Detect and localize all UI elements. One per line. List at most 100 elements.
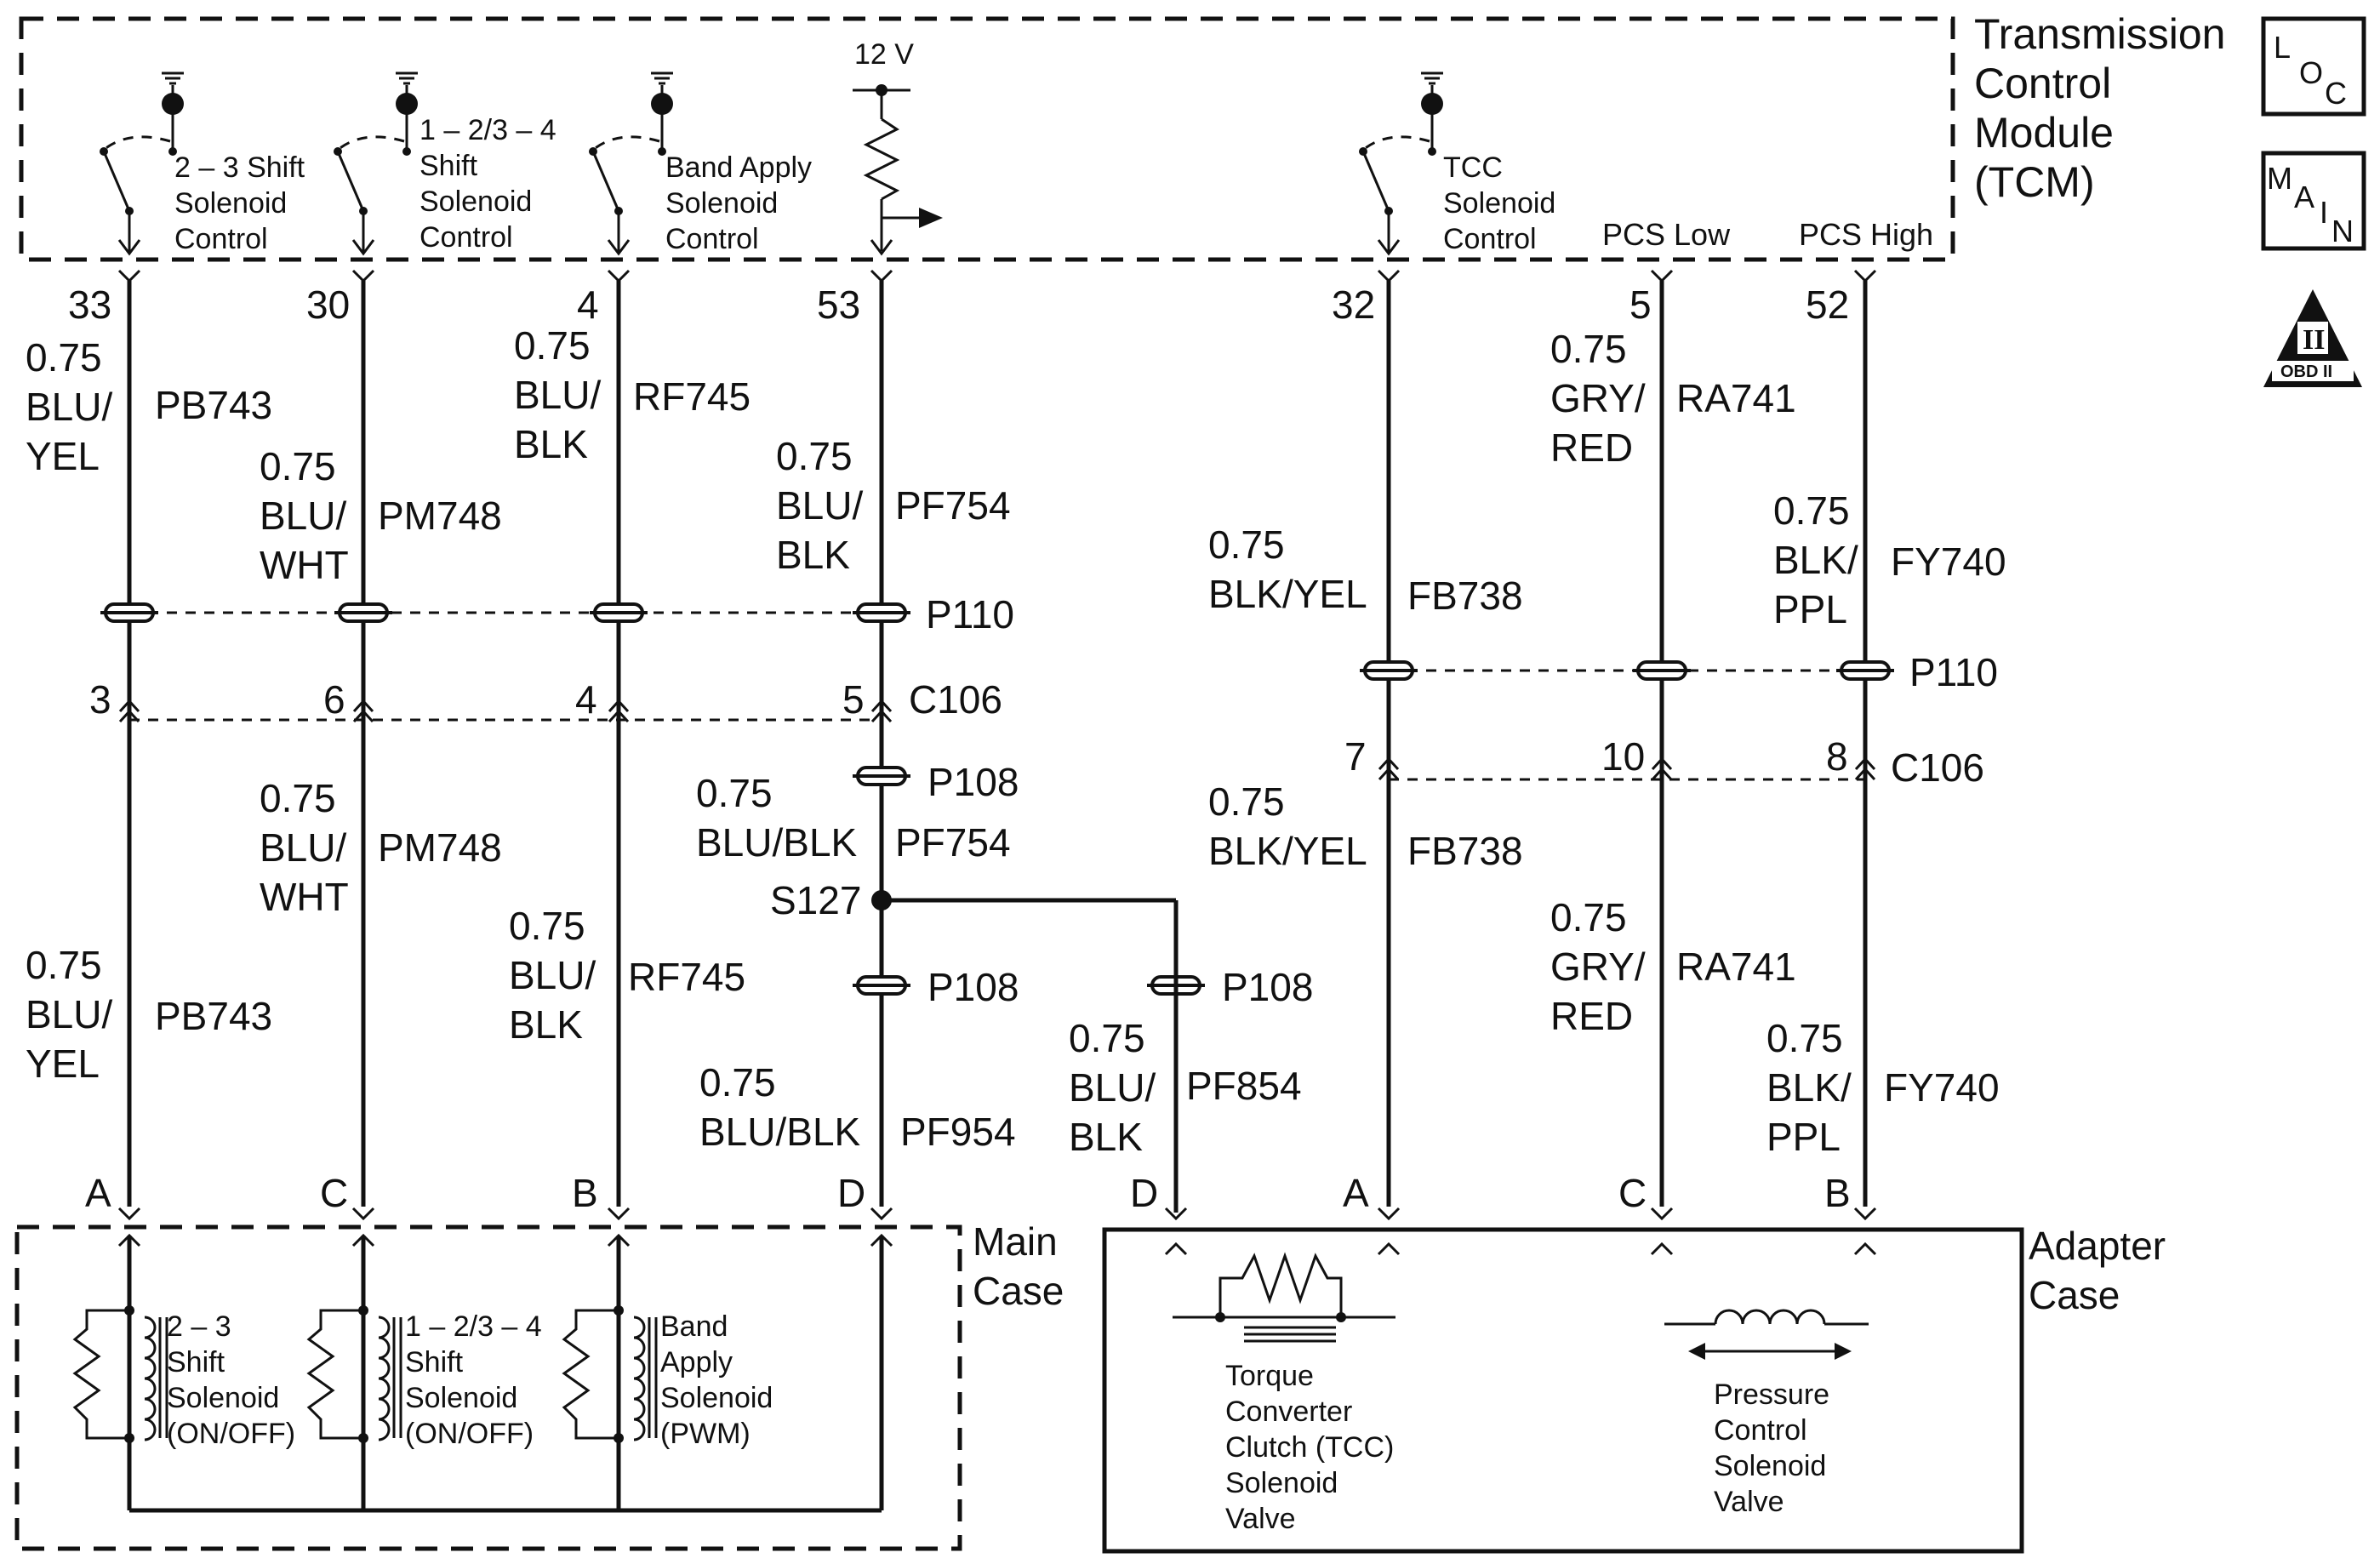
actuator-link — [592, 135, 660, 151]
circuit-number: PM748 — [378, 825, 502, 870]
switch-label: Band Apply — [665, 151, 812, 184]
switch-label: Control — [419, 221, 513, 254]
arrow-icon — [117, 239, 141, 256]
pin-number: 30 — [306, 283, 350, 327]
main-icon: M A I N — [2261, 151, 2366, 251]
wire-color: BLK/ — [1766, 1065, 1852, 1110]
terminal-chevron — [1650, 1241, 1674, 1256]
wire-color: BLU/BLK — [696, 820, 858, 865]
wire-color: BLU/ — [26, 992, 112, 1036]
svg-text:OBD II: OBD II — [2280, 362, 2332, 381]
wire-color: 0.75 — [1208, 522, 1285, 567]
terminal-chevron — [1853, 1207, 1877, 1221]
circuit-number: FB738 — [1407, 829, 1523, 873]
case-pin-letter: C — [1618, 1171, 1647, 1215]
wire-color: BLU/ — [26, 385, 112, 429]
switch-label: Shift — [419, 150, 478, 182]
svg-text:Valve: Valve — [1714, 1486, 1784, 1518]
terminal-chevron — [351, 269, 375, 283]
svg-text:M: M — [2267, 161, 2292, 196]
circuit-number: RA741 — [1676, 376, 1796, 420]
case-pin-letter: B — [572, 1171, 598, 1215]
wire-color: PPL — [1766, 1115, 1841, 1159]
main-case-label: Case — [973, 1269, 1064, 1313]
solenoid-label: (PWM) — [660, 1418, 751, 1450]
splice-s127: S127 — [770, 878, 1179, 1213]
svg-text:Solenoid: Solenoid — [1714, 1450, 1826, 1482]
wire-color: RED — [1550, 425, 1633, 470]
tcm-title: Transmission Control Module (TCM) — [1974, 10, 2225, 206]
wire-color: BLK/YEL — [1208, 572, 1367, 616]
pin-number: 33 — [68, 283, 111, 327]
c106-pin-number: 7 — [1344, 734, 1367, 779]
wire-color: BLU/ — [260, 825, 346, 870]
circuit-number: PF954 — [900, 1110, 1016, 1154]
wire-color: 0.75 — [1773, 488, 1850, 533]
tcm-title-line: Transmission — [1974, 10, 2225, 58]
wire-color: 0.75 — [1550, 895, 1627, 939]
c106-terminal — [118, 709, 140, 723]
wire-color: 0.75 — [260, 444, 336, 488]
circuit-number: RF745 — [628, 955, 745, 999]
contact-dot — [402, 147, 411, 156]
case-pin-letter: D — [837, 1171, 865, 1215]
svg-text:N: N — [2331, 214, 2354, 248]
p110-label-left: P110 — [926, 592, 1014, 636]
switch-label: Solenoid — [1443, 187, 1555, 220]
contact-dot — [658, 147, 666, 156]
wire-color: 0.75 — [699, 1060, 776, 1105]
switch-arm — [1361, 151, 1390, 212]
c106-terminal — [1378, 756, 1400, 771]
wire-color: BLK/ — [1773, 538, 1858, 582]
terminal-chevron — [870, 269, 893, 283]
c106-terminal — [1651, 756, 1673, 771]
case-pin-letter: D — [1130, 1171, 1158, 1215]
coil-winding — [378, 1316, 391, 1441]
ground-contact — [651, 93, 673, 115]
terminal-chevron — [1164, 1207, 1188, 1221]
coil-resistor — [562, 1309, 619, 1440]
coil-resistor — [306, 1309, 363, 1440]
terminal-chevron — [1377, 1241, 1401, 1256]
switch-arm — [336, 151, 365, 212]
wire-color: 0.75 — [1766, 1016, 1843, 1060]
circuit-number: FY740 — [1891, 539, 2006, 584]
c106-terminal — [870, 709, 893, 723]
solenoid-label: 2 – 3 — [167, 1310, 231, 1343]
solenoid-label: Apply — [660, 1346, 733, 1378]
terminal-chevron — [1650, 1207, 1674, 1221]
wire-color: YEL — [26, 434, 100, 478]
c106-pin-number: 6 — [323, 677, 345, 722]
wire-color: WHT — [260, 543, 349, 587]
c106-terminal — [608, 699, 630, 713]
wire-color: BLK — [776, 533, 850, 577]
svg-text:Pressure: Pressure — [1714, 1378, 1829, 1411]
main-case-label: Main — [973, 1219, 1058, 1264]
switch-label: TCC — [1443, 151, 1503, 184]
circuit-number: PB743 — [155, 994, 272, 1038]
circuit-number: FB738 — [1407, 574, 1523, 618]
terminal-chevron — [870, 1207, 893, 1221]
terminal-chevron — [351, 1207, 375, 1221]
actuator-link — [337, 135, 405, 151]
tcm-box — [19, 16, 1955, 262]
wire-color: BLK — [514, 422, 588, 466]
svg-text:O: O — [2299, 55, 2323, 90]
c106-terminal — [1651, 767, 1673, 781]
solenoid-label: Solenoid — [167, 1382, 279, 1414]
terminal-chevron — [607, 1207, 631, 1221]
case-pin-letter: A — [85, 1171, 111, 1215]
svg-text:Clutch (TCC): Clutch (TCC) — [1225, 1431, 1394, 1464]
case-pin-letter: C — [320, 1171, 348, 1215]
